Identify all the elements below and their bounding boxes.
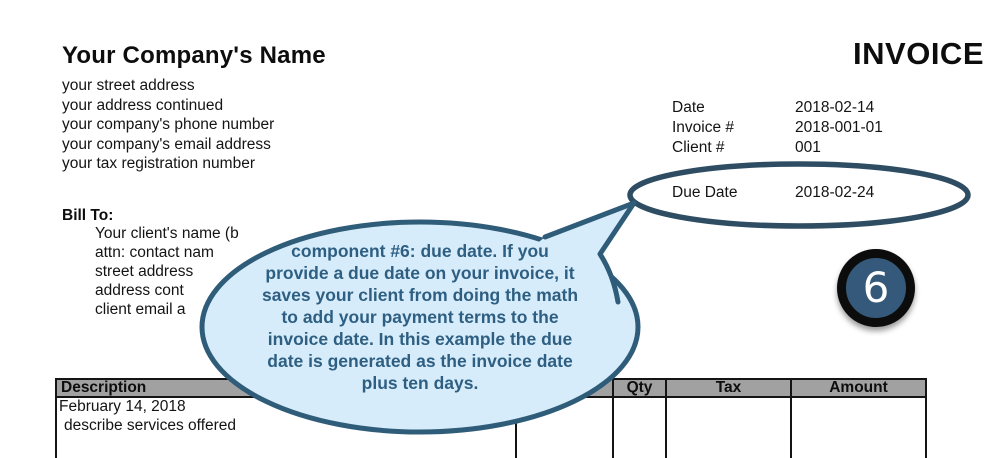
badge-number: 6 xyxy=(862,263,890,312)
table-border-left xyxy=(55,398,57,458)
company-address-line: your street address xyxy=(62,77,195,94)
row-description-line: describe services offered xyxy=(64,417,237,434)
meta-label: Date xyxy=(672,99,705,116)
bill-to-line: address cont xyxy=(95,282,184,299)
company-name: Your Company's Name xyxy=(62,42,326,69)
table-column-divider xyxy=(515,398,517,458)
meta-row-date: Date 2018-02-14 xyxy=(672,99,874,117)
table-column-divider xyxy=(612,398,614,458)
meta-label: Invoice # xyxy=(672,119,735,136)
meta-row-client-number: Client # 001 xyxy=(672,139,821,157)
bill-to-line: Your client's name (b xyxy=(95,225,239,242)
column-header-qty: Qty xyxy=(612,380,665,396)
company-address-line: your company's email address xyxy=(62,135,271,153)
bill-to-heading: Bill To: xyxy=(62,207,114,224)
company-address-line: your address continued xyxy=(62,96,224,114)
meta-row-due-date: Due Date 2018-02-24 xyxy=(672,184,874,202)
company-address-line: your company's phone number xyxy=(62,116,275,133)
bill-to-line: client email a xyxy=(95,301,186,318)
component-number-badge: 6 xyxy=(837,249,915,327)
table-column-divider xyxy=(665,398,667,458)
meta-value: 2018-02-14 xyxy=(795,99,875,116)
row-description-line: February 14, 2018 xyxy=(59,398,186,415)
meta-row-invoice-number: Invoice # 2018-001-01 xyxy=(672,119,883,137)
column-header-amount: Amount xyxy=(790,380,925,396)
meta-value: 2018-001-01 xyxy=(795,119,883,136)
meta-label: Client # xyxy=(672,139,725,156)
meta-value: 001 xyxy=(795,139,821,156)
meta-value: 2018-02-24 xyxy=(795,184,875,201)
company-address-line: your tax registration number xyxy=(62,155,255,172)
bill-to-line: street address xyxy=(95,263,194,280)
bill-to-line: attn: contact nam xyxy=(95,244,214,261)
meta-label: Due Date xyxy=(672,184,738,201)
table-column-divider xyxy=(790,398,792,458)
table-border-right xyxy=(925,398,927,458)
column-header-tax: Tax xyxy=(665,380,790,396)
callout-text: component #6: due date. If you provide a… xyxy=(261,241,579,393)
column-header-description: Description xyxy=(61,380,147,396)
invoice-title: INVOICE xyxy=(853,36,984,71)
